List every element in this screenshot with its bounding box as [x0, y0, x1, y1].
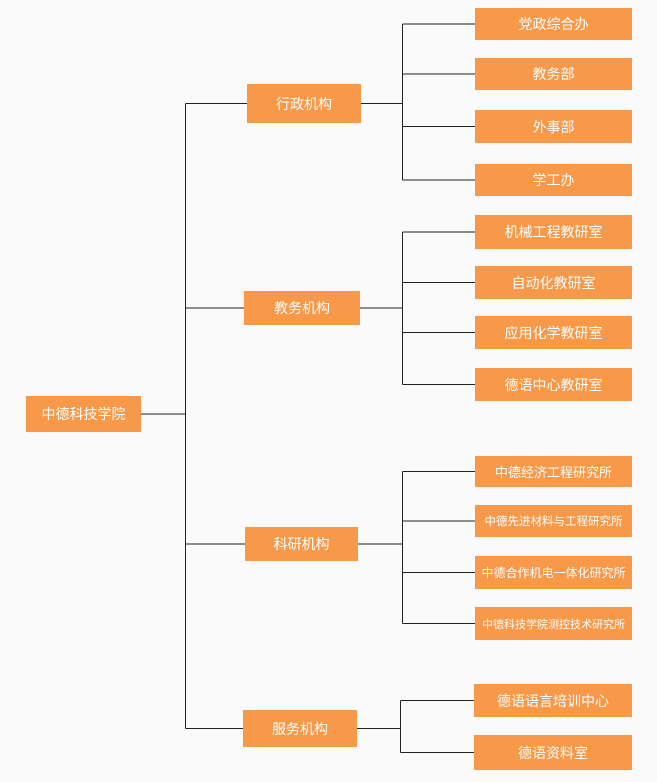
- leaf-label: 德语语言培训中心: [497, 693, 609, 710]
- branch-label: 行政机构: [276, 96, 332, 113]
- branch-label: 服务机构: [272, 721, 328, 738]
- leaf-node: 学工办: [475, 164, 632, 196]
- leaf-node: 中德合作机电一体化研究所: [475, 556, 632, 589]
- leaf-node: 德语资料室: [474, 735, 632, 770]
- leaf-label: 自动化教研室: [511, 275, 596, 292]
- leaf-label: 党政综合办: [518, 17, 589, 33]
- leaf-label: 应用化学教研室: [504, 325, 603, 342]
- leaf-node: 自动化教研室: [475, 266, 632, 299]
- leaf-node: 应用化学教研室: [475, 316, 632, 349]
- leaf-node: 德语中心教研室: [475, 368, 632, 401]
- branch-node-teaching: 教务机构: [244, 291, 360, 325]
- leaf-node: 外事部: [475, 110, 632, 143]
- branch-label: 科研机构: [273, 537, 330, 553]
- leaf-node: 中德先进材料与工程研究所: [475, 505, 632, 537]
- leaf-label: 外事部: [532, 119, 575, 136]
- branch-node-research: 科研机构: [245, 527, 358, 561]
- branch-node-service: 服务机构: [243, 710, 357, 747]
- root-node: 中德科技学院: [26, 396, 141, 432]
- leaf-node: 党政综合办: [475, 8, 632, 40]
- root-label: 中德科技学院: [41, 407, 126, 423]
- leaf-node: 德语语言培训中心: [474, 684, 632, 717]
- leaf-label: 中德先进材料与工程研究所: [484, 514, 623, 528]
- leaf-label: 机械工程教研室: [504, 225, 603, 241]
- leaf-label: 中德经济工程研究所: [494, 466, 612, 481]
- leaf-label: 中德科技学院测控技术研究所: [482, 617, 625, 631]
- leaf-node: 教务部: [475, 58, 632, 90]
- branch-node-admin: 行政机构: [247, 84, 361, 123]
- leaf-label: 学工办: [532, 173, 575, 189]
- branch-label: 教务机构: [274, 301, 330, 317]
- leaf-node: 中德科技学院测控技术研究所: [475, 607, 632, 640]
- leaf-node: 中德经济工程研究所: [475, 456, 632, 487]
- leaf-label: 德语资料室: [518, 745, 588, 762]
- leaf-label: 中德合作机电一体化研究所: [481, 566, 626, 580]
- leaf-label: 德语中心教研室: [504, 377, 603, 394]
- leaf-label: 教务部: [532, 67, 575, 83]
- leaf-node: 机械工程教研室: [475, 215, 632, 249]
